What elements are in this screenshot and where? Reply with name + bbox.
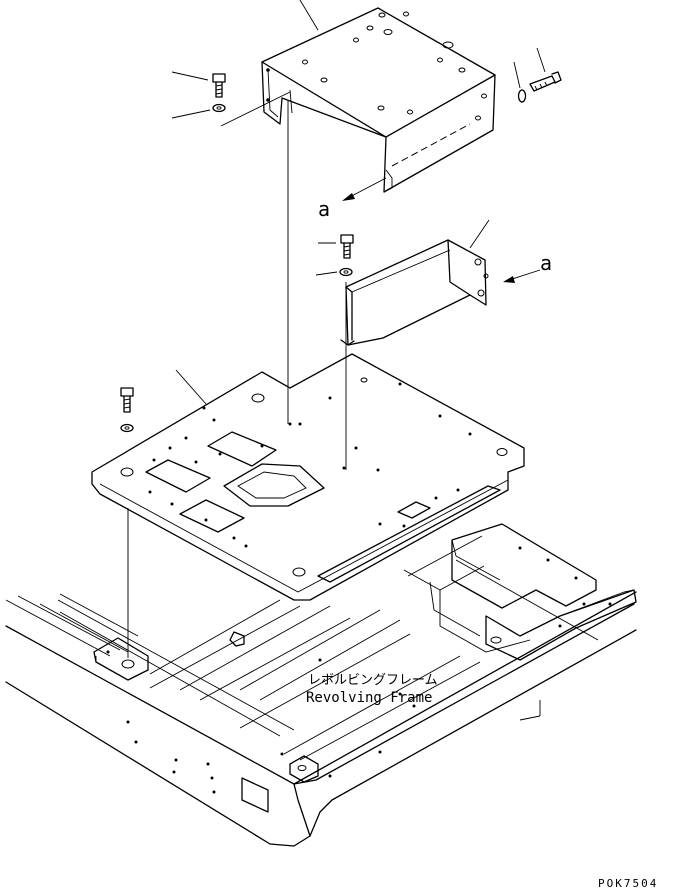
frame-label-jp: レボルビングフレーム — [308, 673, 438, 688]
view-arrow-a-upper: a — [318, 177, 387, 221]
washer-leader-line — [171, 109, 211, 119]
frame-label-en: Revolving Frame — [306, 690, 432, 706]
view-label-a-lower: a — [540, 251, 552, 275]
bolt-leader-line — [536, 47, 546, 73]
washer-upper-right — [513, 61, 527, 103]
washer-leader-line — [513, 61, 521, 89]
plate-cutout — [179, 499, 245, 533]
upper-box-cover — [261, 0, 496, 193]
drawing-code: POK7504 — [598, 877, 658, 890]
plate-cutout — [145, 459, 211, 493]
floor-plate — [91, 353, 525, 601]
bolt-upper-left — [171, 71, 226, 98]
bolt-middle — [318, 234, 354, 259]
box-holes — [266, 11, 487, 121]
plate-leader-line — [175, 369, 207, 405]
washer-plate — [120, 423, 134, 433]
plate-slot — [397, 501, 431, 519]
view-arrow-a-lower: a — [503, 251, 552, 283]
washer-leader-line — [315, 271, 338, 276]
assembly-lines — [127, 100, 347, 658]
plate-small-holes — [148, 382, 472, 548]
bolt-upper-right — [529, 47, 562, 92]
plate-center-opening — [223, 463, 325, 507]
revolving-frame: レボルビングフレーム Revolving Frame — [5, 523, 637, 847]
bolt-plate — [120, 387, 134, 413]
plate-cutout — [207, 431, 277, 467]
small-cover-plate — [340, 219, 490, 346]
cover-leader-line — [469, 219, 490, 249]
washer-middle — [315, 267, 353, 277]
view-label-a-upper: a — [318, 197, 330, 221]
bolt-leader-line — [171, 71, 209, 81]
cover-leader-line — [299, 0, 319, 31]
washer-upper-left — [171, 91, 291, 127]
